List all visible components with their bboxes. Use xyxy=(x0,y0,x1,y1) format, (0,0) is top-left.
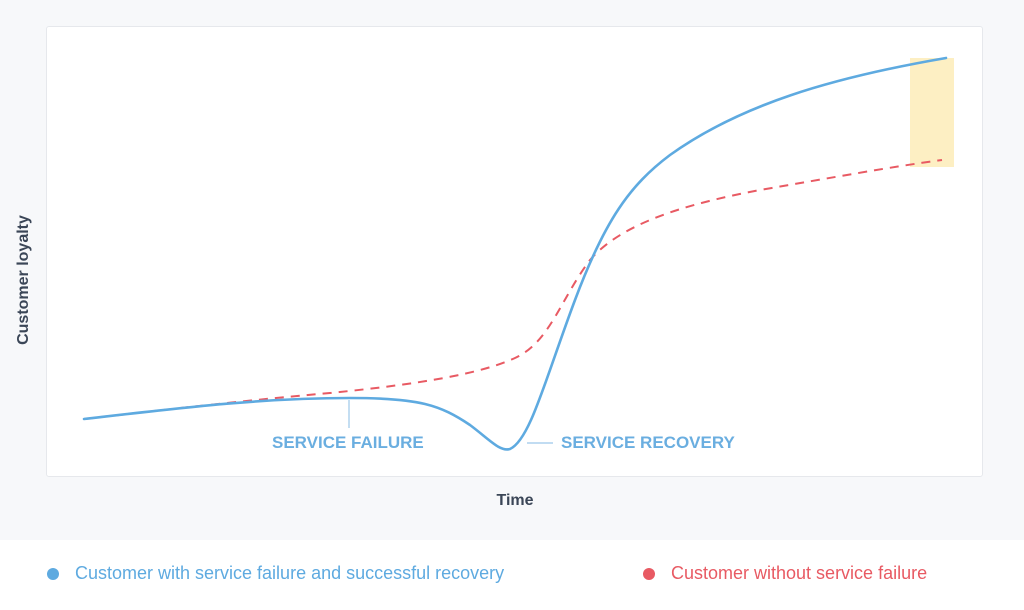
legend-item-no-failure[interactable]: Customer without service failure xyxy=(643,563,927,584)
service-recovery-annotation: SERVICE RECOVERY xyxy=(561,433,735,452)
legend-dot-icon xyxy=(643,567,655,580)
y-axis-label: Customer loyalty xyxy=(15,215,32,345)
plot-area xyxy=(46,26,983,477)
legend-dot-icon xyxy=(47,567,59,580)
legend-label: Customer with service failure and succes… xyxy=(75,563,505,583)
chart-svg xyxy=(82,56,954,451)
legend-item-recovery[interactable]: Customer with service failure and succes… xyxy=(47,563,504,584)
legend-label: Customer without service failure xyxy=(671,563,928,583)
series-no-failure-line xyxy=(83,159,943,420)
x-axis-label: Time xyxy=(496,492,534,509)
chart-legend: Customer with service failure and succes… xyxy=(0,563,1024,587)
series-recovery-line xyxy=(82,56,948,451)
service-failure-annotation: SERVICE FAILURE xyxy=(272,433,424,452)
loyalty-gap-highlight xyxy=(910,58,954,167)
